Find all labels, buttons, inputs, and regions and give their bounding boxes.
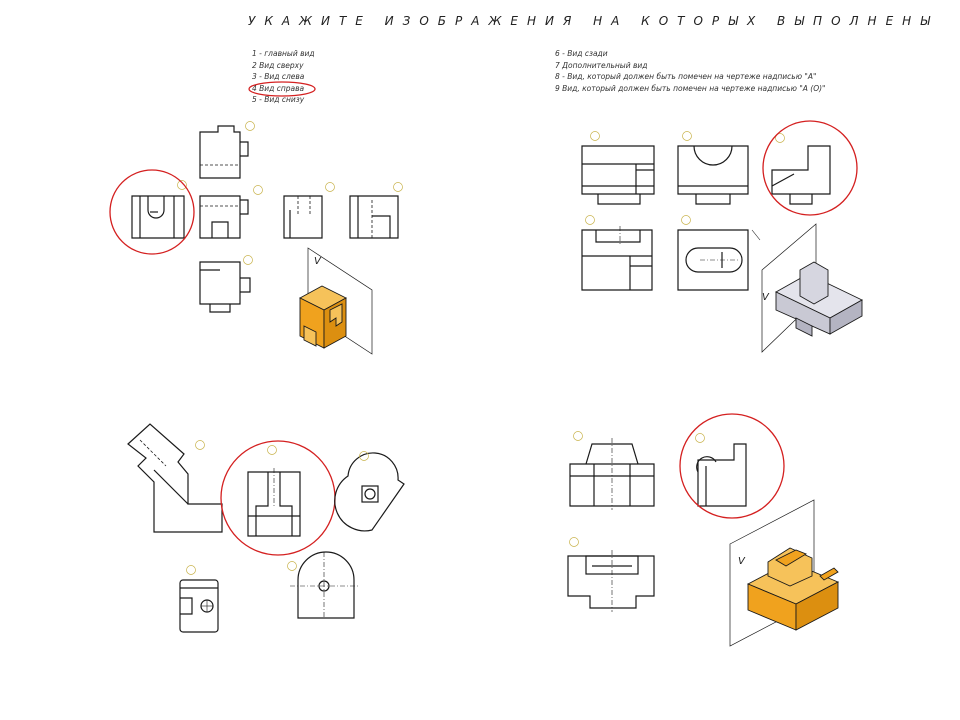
legend-item: 3 - Вид слева: [252, 72, 305, 81]
view-top-right-2: [677, 131, 749, 205]
view-bottom-right-highlighted: [695, 433, 747, 507]
legend-item: 6 - Вид сзади: [555, 49, 608, 58]
legend-left: 1 - главный вид 2 Вид сверху 3 - Вид сле…: [252, 48, 315, 106]
plane-label: V: [762, 292, 770, 303]
view-top-left-right-b: [349, 182, 403, 239]
highlight-circle: [762, 120, 858, 216]
highlight-circle: [220, 440, 336, 556]
isometric-solid-top-right: [775, 261, 863, 337]
legend-item: 5 - Вид снизу: [252, 95, 305, 104]
plane-label: V: [314, 256, 322, 267]
view-top-right-highlighted: [771, 133, 831, 205]
view-top-left-1: [199, 121, 255, 179]
legend-item: 2 Вид сверху: [252, 60, 304, 70]
view-bottom-left-highlighted: [247, 445, 301, 537]
view-bottom-left-circle: [334, 451, 405, 532]
view-bottom-left-round: [287, 551, 360, 619]
view-bottom-left-square: [179, 565, 219, 633]
view-top-left-right-a: [283, 182, 335, 239]
view-top-right-4: [677, 215, 749, 291]
view-top-left-bottom: [199, 255, 253, 313]
legend-item: 4 Вид справа: [252, 83, 305, 93]
isometric-solid-top-left: [299, 285, 347, 349]
plane-label: V: [738, 556, 746, 567]
view-bottom-right-2: [567, 537, 655, 612]
isometric-solid-bottom-right: [746, 547, 840, 631]
view-top-left-highlighted: [131, 180, 187, 239]
view-bottom-left-inclined: [127, 423, 223, 533]
group-top-right: V: [581, 120, 863, 353]
highlight-circle: [109, 169, 195, 255]
projection-plane-top-left: V: [307, 247, 373, 355]
legend-item: 9 Вид, который должен быть помечен на че…: [555, 83, 826, 93]
group-bottom-right: V: [567, 413, 840, 647]
view-top-right-1: [581, 131, 655, 205]
view-bottom-right-1: [569, 431, 655, 510]
group-top-left: V: [109, 121, 403, 355]
highlight-circle: [679, 413, 785, 519]
group-bottom-left: [127, 423, 405, 633]
legend-right: 6 - Вид сзади 7 Дополнительный вид 8 - В…: [555, 48, 826, 94]
legend-item: 7 Дополнительный вид: [555, 60, 648, 70]
view-top-right-3: [581, 215, 653, 291]
view-top-left-front: [199, 185, 263, 239]
legend-highlight-circle: [248, 81, 316, 97]
legend-item: 1 - главный вид: [252, 49, 315, 58]
legend-item: 8 - Вид, который должен быть помечен на …: [555, 72, 817, 81]
